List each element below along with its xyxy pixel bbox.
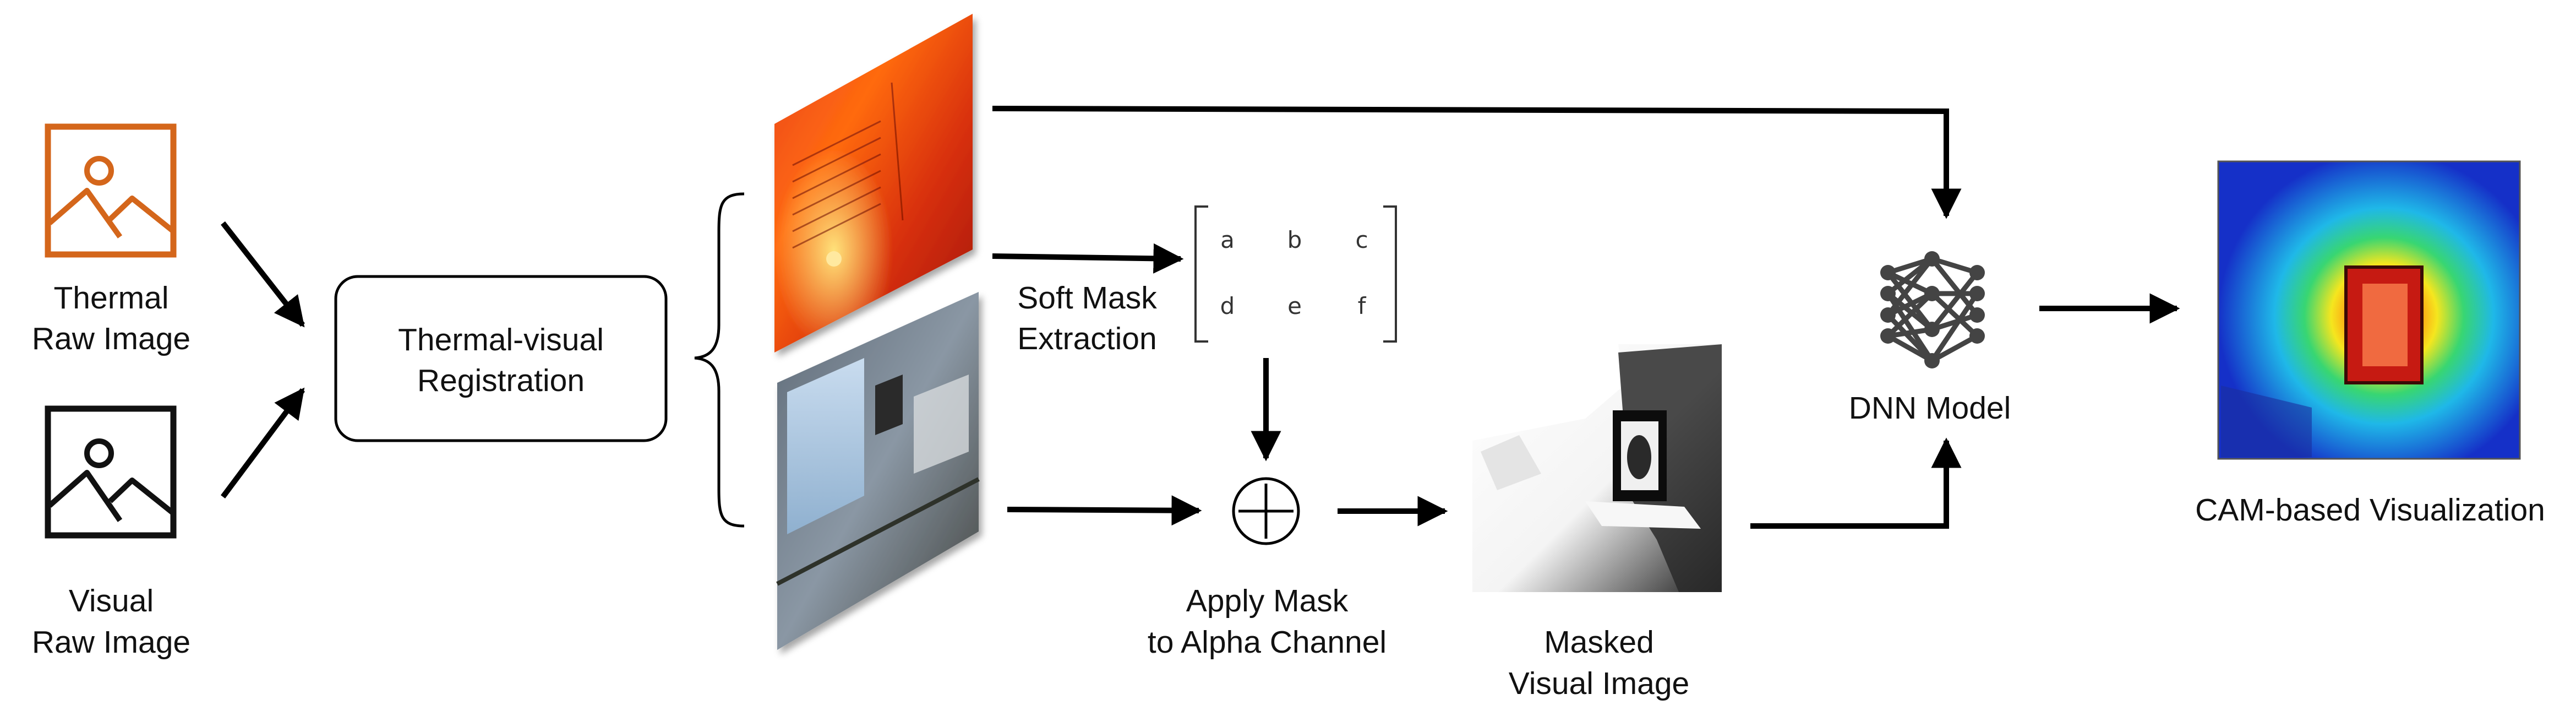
cam-label: CAM-based Visualization [2195, 492, 2545, 528]
plus-circle-icon [1232, 477, 1300, 545]
apply-mask-label-line2: to Alpha Channel [1148, 625, 1387, 660]
visual-image-icon [45, 405, 177, 539]
thermal-registered-image [774, 14, 973, 352]
matrix-cell-a: a [1220, 226, 1235, 253]
matrix-cell-e: e [1287, 292, 1302, 319]
soft-mask-label-line2: Extraction [1017, 321, 1156, 356]
matrix-cell-d: d [1220, 292, 1235, 319]
matrix-cell-f: f [1358, 292, 1367, 319]
arrow-visual-to-apply [1007, 495, 1202, 526]
dnn-label: DNN Model [1849, 391, 2011, 426]
registration-label-line2: Registration [417, 363, 585, 398]
registration-box [334, 275, 668, 442]
apply-mask-label-line1: Apply Mask [1186, 583, 1349, 619]
matrix-cell-c: c [1355, 226, 1368, 253]
soft-mask-label-line1: Soft Mask [1017, 280, 1157, 316]
masked-label-line1: Masked [1544, 625, 1654, 660]
masked-visual-image [1472, 344, 1722, 592]
thermal-label-line2: Raw Image [32, 321, 190, 356]
visual-registered-image [776, 292, 980, 650]
thermal-label-line1: Thermal [53, 280, 168, 316]
thermal-image-icon [45, 123, 177, 258]
cam-visualization-image [2217, 160, 2521, 460]
matrix-cell-b: b [1287, 226, 1302, 253]
arrow-thermal-to-registration [221, 221, 305, 328]
neural-network-icon [1880, 251, 1985, 368]
visual-label-line2: Raw Image [32, 625, 190, 660]
soft-mask-matrix: a b c d e f [1194, 205, 1397, 343]
arrow-thermal-to-dnn [992, 106, 1962, 219]
arrow-thermal-to-mask [992, 243, 1184, 274]
arrow-masked-to-dnn [1750, 437, 1962, 529]
visual-label-line1: Visual [69, 583, 154, 619]
masked-label-line2: Visual Image [1509, 666, 1689, 701]
arrow-visual-to-registration [220, 387, 305, 498]
split-brace [694, 192, 745, 528]
registration-label-line1: Thermal-visual [398, 322, 604, 357]
